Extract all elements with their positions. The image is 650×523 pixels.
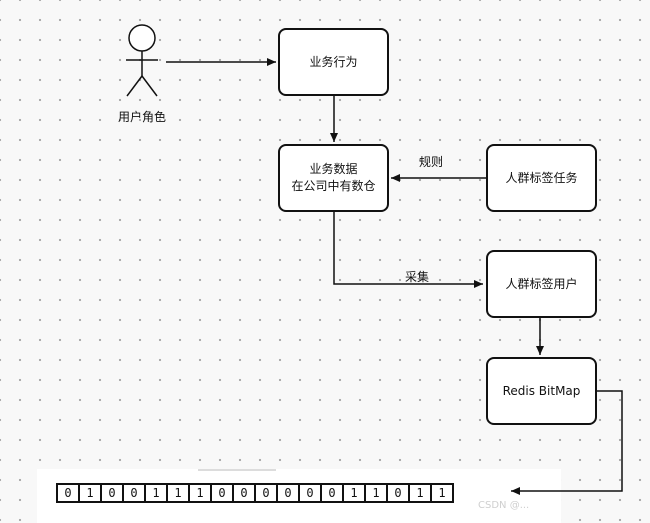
- bit-cell: 0: [298, 483, 322, 503]
- arrow-bitmap-to-strip: [511, 390, 623, 495]
- actor-label: 用户角色: [118, 110, 167, 124]
- bit-cell: 0: [56, 483, 80, 503]
- node-business-behavior-text: 业务行为: [309, 54, 358, 69]
- bit-cell: 1: [144, 483, 168, 503]
- watermark: CSDN @...: [478, 500, 530, 511]
- node-business-data-warehouse[interactable]: 业务数据 在公司中有数仓: [278, 144, 389, 212]
- node-crowd-tag-task-text: 人群标签任务: [505, 170, 578, 185]
- bit-cell: 1: [188, 483, 212, 503]
- bit-cell: 1: [408, 483, 432, 503]
- bit-array: 0 1 0 0 1 1 1 0 0 0 0 0 0 1 1 0 1 1: [56, 483, 454, 503]
- bit-cell: 1: [430, 483, 454, 503]
- bit-cell: 0: [100, 483, 124, 503]
- bit-cell: 0: [386, 483, 410, 503]
- node-redis-bitmap[interactable]: Redis BitMap: [486, 357, 597, 425]
- edge-label-collect: 采集: [405, 270, 430, 284]
- bit-cell: 0: [210, 483, 234, 503]
- bit-cell: 0: [232, 483, 256, 503]
- bit-cell: 0: [320, 483, 344, 503]
- node-business-behavior[interactable]: 业务行为: [278, 28, 389, 96]
- bit-cell: 1: [78, 483, 102, 503]
- bit-cell: 1: [342, 483, 366, 503]
- bit-cell: 0: [122, 483, 146, 503]
- actor-icon: [126, 24, 158, 97]
- bit-cell: 1: [364, 483, 388, 503]
- node-crowd-tag-users[interactable]: 人群标签用户: [486, 250, 597, 318]
- node-warehouse-line2: 在公司中有数仓: [291, 179, 376, 193]
- bit-cell: 0: [254, 483, 278, 503]
- strip-divider: [198, 469, 276, 471]
- arrow-warehouse-to-users: [333, 212, 483, 288]
- bit-cell: 1: [166, 483, 190, 503]
- node-redis-bitmap-text: Redis BitMap: [502, 383, 581, 398]
- node-warehouse-line1: 业务数据: [309, 162, 358, 176]
- edge-label-rule: 规则: [419, 155, 444, 169]
- node-crowd-tag-task[interactable]: 人群标签任务: [486, 144, 597, 212]
- bit-cell: 0: [276, 483, 300, 503]
- node-crowd-tag-users-text: 人群标签用户: [505, 276, 578, 291]
